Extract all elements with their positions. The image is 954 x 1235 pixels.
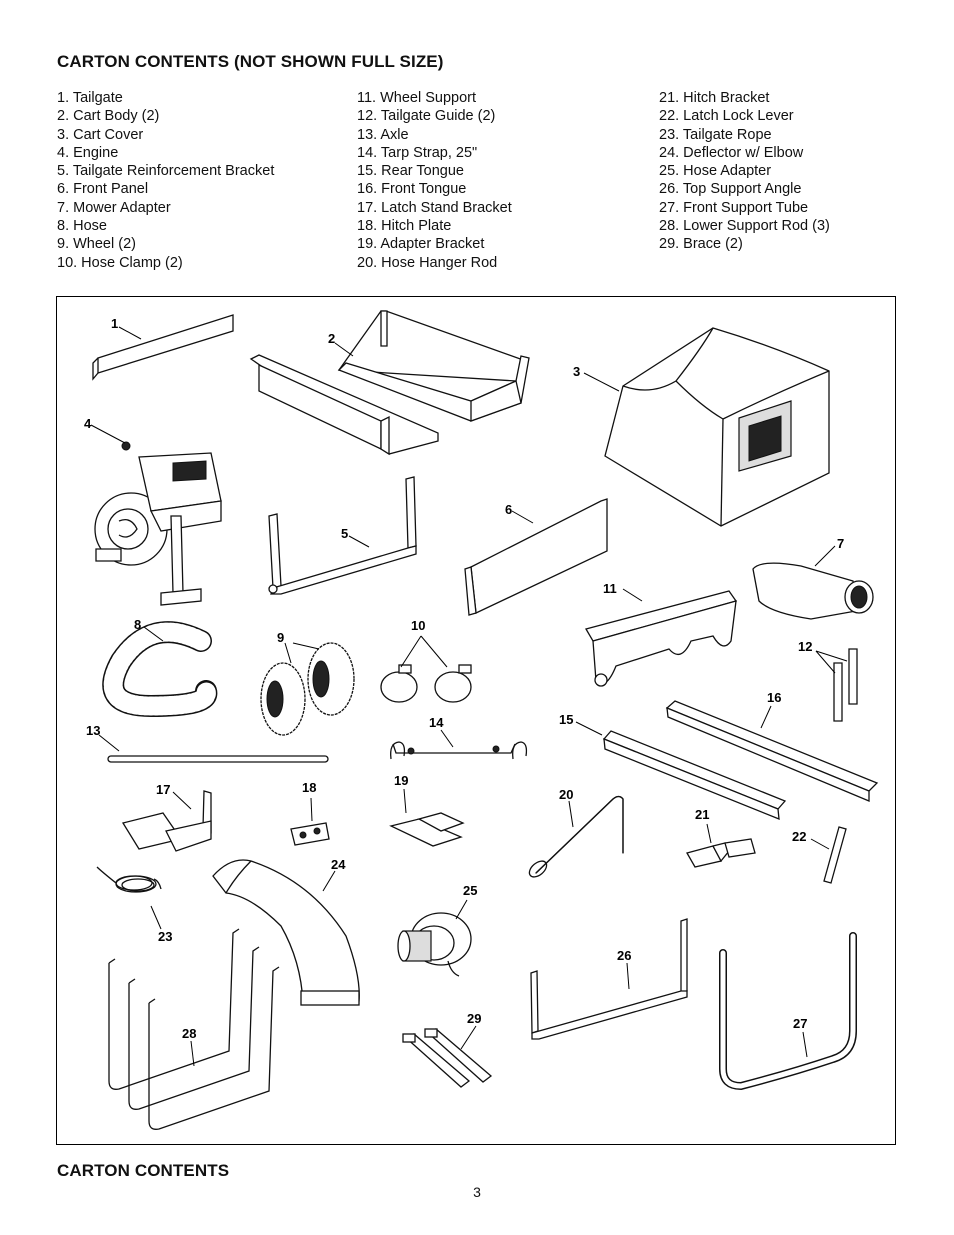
parts-list-item: 6. Front Panel [57,181,149,198]
part-latch-lock-lever-drawing [823,826,847,884]
callout-23: 23 [158,929,172,944]
callout-16: 16 [767,690,781,705]
callout-19: 19 [394,773,408,788]
callout-10: 10 [411,618,425,633]
part-cart-body-drawing [249,310,530,456]
part-hitch-bracket-drawing [686,838,756,868]
parts-list-item: 28. Lower Support Rod (3) [659,218,830,235]
part-tarp-strap-drawing [390,741,528,760]
parts-list-item: 19. Adapter Bracket [357,236,485,253]
part-hose-hanger-rod-drawing [528,795,624,878]
parts-list-item: 10. Hose Clamp (2) [57,254,183,271]
callout-17: 17 [156,782,170,797]
callout-8: 8 [134,617,141,632]
parts-list-item: 14. Tarp Strap, 25" [357,144,478,161]
parts-list-item: 8. Hose [57,218,107,235]
parts-list-item: 1. Tailgate [57,90,123,106]
page-number: 3 [473,1184,481,1200]
parts-list-item: 3. Cart Cover [57,126,144,143]
parts-list-column-1: 1. Tailgate 2. Cart Body (2) 3. Cart Cov… [57,89,274,272]
callout-14: 14 [429,715,444,730]
parts-list-item: 12. Tailgate Guide (2) [357,108,496,125]
callout-12: 12 [798,639,812,654]
callout-15: 15 [559,712,573,727]
callout-26: 26 [617,948,631,963]
callout-7: 7 [837,536,844,551]
part-hose-clamps-drawing [380,664,472,703]
parts-list-column-2: 11. Wheel Support 12. Tailgate Guide (2)… [357,89,512,272]
part-wheel-support-drawing [585,590,738,687]
part-tailgate-guides-drawing [833,648,858,722]
callout-27: 27 [793,1016,807,1031]
callout-22: 22 [792,829,806,844]
parts-list-item: 25. Hose Adapter [659,163,772,180]
parts-list-item: 13. Axle [357,126,409,143]
parts-list-item: 21. Hitch Bracket [659,90,770,106]
parts-list-item: 26. Top Support Angle [659,181,802,198]
parts-list-item: 24. Deflector w/ Elbow [659,144,804,161]
part-adapter-bracket-drawing [389,812,465,847]
parts-list-item: 27. Front Support Tube [659,199,809,216]
parts-list-item: 9. Wheel (2) [57,236,136,253]
part-hose-adapter-drawing [397,912,472,977]
part-tailgate-drawing [92,314,234,381]
callout-25: 25 [463,883,477,898]
parts-list-item: 22. Latch Lock Lever [659,108,794,125]
part-latch-stand-bracket-drawing [121,790,212,852]
part-deflector-elbow-drawing [212,859,360,1006]
part-hose-drawing [102,621,218,718]
part-lower-support-rods-drawing [108,928,280,1130]
callout-11: 11 [603,581,617,596]
part-tailgate-rope-drawing [96,866,162,893]
parts-list-column-3: 21. Hitch Bracket 22. Latch Lock Lever 2… [659,89,830,254]
parts-list-item: 16. Front Tongue [357,181,467,198]
part-reinforcement-bracket-drawing [268,476,417,595]
parts-list-item: 20. Hose Hanger Rod [357,254,498,271]
parts-list-item: 4. Engine [57,144,119,161]
part-braces-drawing [402,1028,493,1088]
parts-list-item: 15. Rear Tongue [357,163,464,180]
callout-9: 9 [277,630,284,645]
part-cart-cover-drawing [604,327,830,527]
parts-list-item: 7. Mower Adapter [57,199,171,216]
part-rear-tongue-drawing [602,730,787,821]
parts-list-item: 5. Tailgate Reinforcement Bracket [57,163,275,180]
part-axle-drawing [107,755,329,763]
callout-3: 3 [573,364,580,379]
figure-caption: CARTON CONTENTS [57,1161,230,1180]
callout-28: 28 [182,1026,196,1041]
callout-2: 2 [328,331,335,346]
part-hitch-plate-drawing [290,822,330,846]
callout-5: 5 [341,526,348,541]
parts-list-item: 23. Tailgate Rope [659,126,772,143]
parts-illustration: 1 2 3 4 [56,296,896,1145]
callout-4: 4 [84,416,92,431]
part-wheels-drawing [260,642,355,736]
parts-list-item: 2. Cart Body (2) [57,108,160,125]
parts-list-item: 29. Brace (2) [659,236,743,253]
parts-list-item: 11. Wheel Support [357,90,477,106]
part-mower-adapter-drawing [752,562,874,620]
callout-1: 1 [111,316,118,331]
parts-drawing: 1 2 3 4 [84,310,879,1130]
part-front-support-tube-drawing [719,932,857,1091]
callout-21: 21 [695,807,709,822]
part-engine-drawing [94,441,222,606]
callout-18: 18 [302,780,316,795]
part-top-support-angle-drawing [530,918,688,1040]
callout-29: 29 [467,1011,481,1026]
callout-13: 13 [86,723,100,738]
callout-24: 24 [331,857,346,872]
callout-6: 6 [505,502,512,517]
callout-20: 20 [559,787,573,802]
parts-list-item: 17. Latch Stand Bracket [357,199,512,216]
parts-list-item: 18. Hitch Plate [357,218,452,235]
part-front-panel-drawing [464,498,608,616]
page-title: CARTON CONTENTS (NOT SHOWN FULL SIZE) [57,52,444,71]
part-front-tongue-drawing [665,700,879,802]
